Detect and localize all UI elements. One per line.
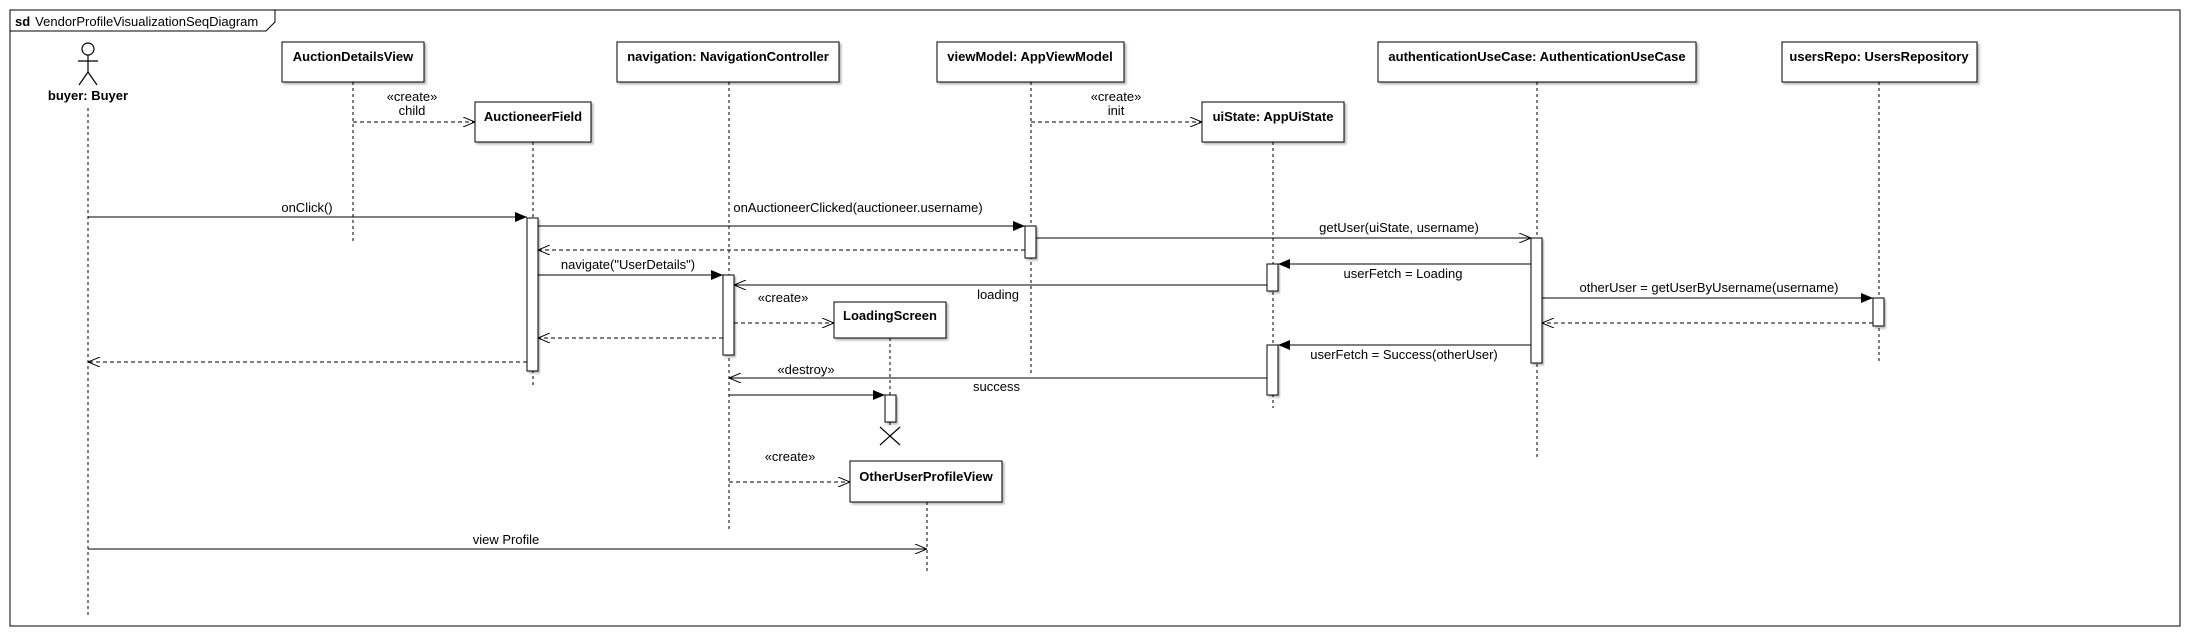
label-loading: loading (977, 287, 1019, 302)
label-destroy: «destroy» (777, 362, 834, 377)
svg-text:AuctionDetailsView: AuctionDetailsView (293, 49, 414, 64)
svg-text:AuctioneerField: AuctioneerField (484, 109, 582, 124)
lifeline-head-auctioneer-field[interactable]: AuctioneerField (474, 101, 592, 143)
activation-loading-screen (884, 394, 897, 423)
lifeline-head-navigation[interactable]: navigation: NavigationController (616, 41, 840, 83)
activation-ui-state-1 (1266, 263, 1279, 292)
svg-text:navigation: NavigationControll: navigation: NavigationController (627, 49, 829, 64)
lifeline-head-loading-screen[interactable]: LoadingScreen (833, 301, 947, 339)
svg-text:OtherUserProfileView: OtherUserProfileView (859, 469, 993, 484)
actor-buyer: buyer: Buyer (48, 42, 128, 103)
lifeline-head-view-model[interactable]: viewModel: AppViewModel (936, 41, 1125, 83)
frame-title: VendorProfileVisualizationSeqDiagram (35, 14, 258, 29)
label-user-fetch-loading: userFetch = Loading (1344, 266, 1463, 281)
destroy-x-icon (879, 426, 901, 446)
stick-figure-icon (78, 42, 98, 86)
svg-text:uiState: AppUiState: uiState: AppUiState (1213, 109, 1334, 124)
activation-view-model (1024, 225, 1037, 259)
lifeline-head-other-user-profile-view[interactable]: OtherUserProfileView (849, 460, 1003, 503)
sd-frame: sd VendorProfileVisualizationSeqDiagram (9, 9, 2181, 627)
label-create-init-stereo: «create» (1091, 89, 1142, 104)
label-create-init: init (1108, 103, 1125, 118)
label-onclick: onClick() (281, 200, 332, 215)
activation-auctioneer-field (526, 217, 539, 372)
activation-navigation (722, 274, 735, 356)
actor-buyer-label: buyer: Buyer (48, 88, 128, 103)
activation-auth-use-case (1530, 237, 1543, 364)
message-labels: «create» child «create» init onClick() o… (281, 89, 1838, 547)
activations (526, 217, 1885, 423)
label-create-child: child (399, 103, 426, 118)
label-user-fetch-success: userFetch = Success(otherUser) (1310, 347, 1497, 362)
messages (88, 122, 1873, 549)
label-create-loading: «create» (758, 290, 809, 305)
lifeline-head-users-repo[interactable]: usersRepo: UsersRepository (1781, 41, 1978, 83)
label-get-user-by-username: otherUser = getUserByUsername(username) (1579, 280, 1838, 295)
svg-text:authenticationUseCase: Authent: authenticationUseCase: AuthenticationUse… (1388, 49, 1685, 64)
lifeline-head-auction-details-view[interactable]: AuctionDetailsView (281, 41, 425, 83)
lifeline-head-auth-use-case[interactable]: authenticationUseCase: AuthenticationUse… (1377, 41, 1697, 83)
svg-text:usersRepo: UsersRepository: usersRepo: UsersRepository (1789, 49, 1969, 64)
label-create-profile: «create» (765, 449, 816, 464)
label-success: success (973, 379, 1020, 394)
activation-users-repo (1872, 297, 1885, 327)
label-navigate: navigate("UserDetails") (561, 257, 695, 272)
label-view-profile: view Profile (473, 532, 539, 547)
activation-ui-state-2 (1266, 344, 1279, 396)
lifeline-head-ui-state[interactable]: uiState: AppUiState (1201, 101, 1345, 143)
label-create-child-stereo: «create» (387, 89, 438, 104)
lifelines (87, 82, 1880, 618)
svg-text:LoadingScreen: LoadingScreen (843, 308, 937, 323)
label-get-user: getUser(uiState, username) (1319, 220, 1479, 235)
frame-keyword: sd (15, 14, 30, 29)
label-on-auctioneer-clicked: onAuctioneerClicked(auctioneer.username) (733, 200, 982, 215)
svg-text:viewModel: AppViewModel: viewModel: AppViewModel (947, 49, 1112, 64)
